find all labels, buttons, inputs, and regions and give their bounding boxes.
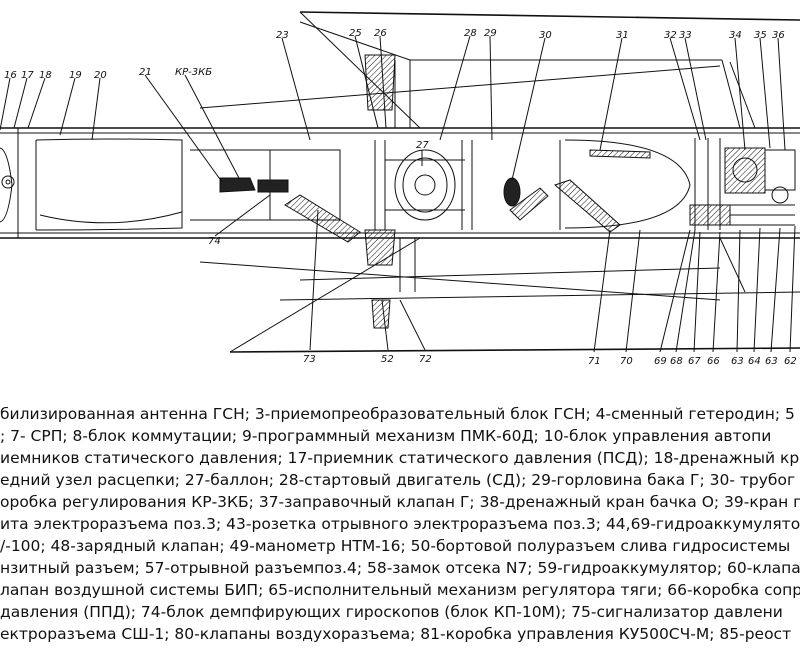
callout-29: 29 — [484, 28, 497, 39]
callout-27: 27 — [416, 140, 429, 151]
callout-66: 66 — [707, 356, 720, 367]
callout-28: 28 — [464, 28, 477, 39]
callout-19: 19 — [69, 70, 82, 81]
callout-73: 73 — [303, 354, 316, 365]
tail-equipment — [689, 147, 796, 226]
callout-labels: 16 17 18 19 20 21 КР-3КБ 23 25 26 28 29 … — [4, 28, 797, 367]
callout-25: 25 — [349, 28, 362, 39]
callout-69: 69 — [654, 356, 667, 367]
callout-21: 21 — [139, 67, 152, 78]
internal-compartments — [181, 138, 721, 230]
callout-35: 35 — [754, 30, 767, 41]
callout-68: 68 — [670, 356, 683, 367]
callout-34: 34 — [729, 30, 742, 41]
callout-33: 33 — [679, 30, 692, 41]
legend-line: иемников статического давления; 17-прием… — [0, 449, 800, 467]
callout-17: 17 — [21, 70, 34, 81]
legend-line: оробка регулирования КР-3КБ; 37-заправоч… — [0, 493, 800, 511]
lower-wing — [199, 237, 800, 353]
callout-70: 70 — [620, 356, 633, 367]
callout-36: 36 — [772, 30, 785, 41]
callout-74: 74 — [208, 236, 221, 247]
missile-cutaway-diagram: 16 17 18 19 20 21 КР-3КБ 23 25 26 28 29 … — [0, 11, 800, 367]
fuselage-outline — [0, 127, 800, 239]
callout-30: 30 — [539, 30, 552, 41]
legend-line: давления (ППД); 74-блок демпфирующих гир… — [0, 603, 783, 621]
callout-71: 71 — [588, 356, 601, 367]
legend-line: нзитный разъем; 57-отрывной разъемпоз.4;… — [0, 559, 800, 577]
legend-line: едний узел расцепки; 27-баллон; 28-старт… — [0, 471, 796, 489]
legend-line: ; 7- СРП; 8-блок коммутации; 9-программн… — [0, 427, 772, 445]
callout-64: 64 — [748, 356, 761, 367]
callout-63a: 63 — [731, 356, 744, 367]
legend-line: билизированная антенна ГСН; 3-приемопрео… — [0, 405, 795, 423]
legend-text: билизированная антенна ГСН; 3-приемопрео… — [0, 404, 800, 650]
upper-wing — [199, 11, 800, 129]
leader-lines — [0, 35, 796, 353]
callout-72: 72 — [419, 354, 432, 365]
callout-16: 16 — [4, 70, 17, 81]
legend-line: ектроразъема СШ-1; 80-клапаны воздухораз… — [0, 625, 792, 643]
callout-62: 62 — [784, 356, 797, 367]
callout-kr-3kb: КР-3КБ — [175, 67, 212, 78]
callout-26: 26 — [374, 28, 387, 39]
actuator-parts — [219, 54, 651, 329]
callout-18: 18 — [39, 70, 52, 81]
callout-20: 20 — [94, 70, 107, 81]
callout-63b: 63 — [765, 356, 778, 367]
legend-line: ита электроразъема поз.3; 43-розетка отр… — [0, 515, 800, 533]
legend-line: /-100; 48-зарядный клапан; 49-манометр Н… — [0, 537, 791, 555]
callout-23: 23 — [276, 30, 289, 41]
callout-67: 67 — [688, 356, 701, 367]
callout-52: 52 — [381, 354, 394, 365]
callout-32: 32 — [664, 30, 677, 41]
callout-31: 31 — [616, 30, 629, 41]
legend-line: лапан воздушной системы БИП; 65-исполнит… — [0, 581, 800, 599]
